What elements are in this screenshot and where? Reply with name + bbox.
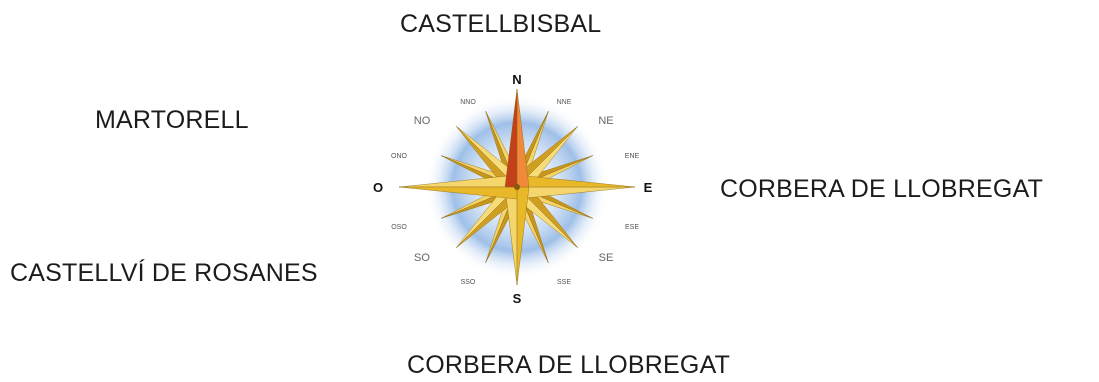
direction-oso: OSO <box>391 224 407 231</box>
direction-o: O <box>373 180 383 195</box>
compass-points <box>398 88 636 286</box>
direction-ono: ONO <box>391 153 408 160</box>
direction-nne: NNE <box>557 99 572 106</box>
direction-ene: ENE <box>625 153 640 160</box>
compass-point-o-right <box>398 186 518 200</box>
place-label-east: CORBERA DE LLOBREGAT <box>720 175 1044 203</box>
direction-ne: NE <box>598 115 613 127</box>
direction-sse: SSE <box>557 279 571 286</box>
direction-ese: ESE <box>625 224 639 231</box>
direction-no: NO <box>414 115 431 127</box>
direction-e: E <box>644 180 653 195</box>
direction-so: SO <box>414 252 430 264</box>
place-label-southwest: CASTELLVÍ DE ROSANES <box>10 259 318 287</box>
compass-point-n-right <box>504 88 518 188</box>
place-label-north: CASTELLBISBAL <box>400 10 602 38</box>
direction-se: SE <box>599 252 614 264</box>
compass-rose: N S O E NO NE SO SE NNO NNE ONO ENE OSO … <box>373 72 653 306</box>
direction-n: N <box>512 72 521 87</box>
place-label-south: CORBERA DE LLOBREGAT <box>407 351 731 379</box>
direction-s: S <box>513 291 522 306</box>
compass-center <box>514 184 520 190</box>
direction-nno: NNO <box>460 99 476 106</box>
place-label-northwest: MARTORELL <box>95 106 249 134</box>
direction-sso: SSO <box>461 279 476 286</box>
